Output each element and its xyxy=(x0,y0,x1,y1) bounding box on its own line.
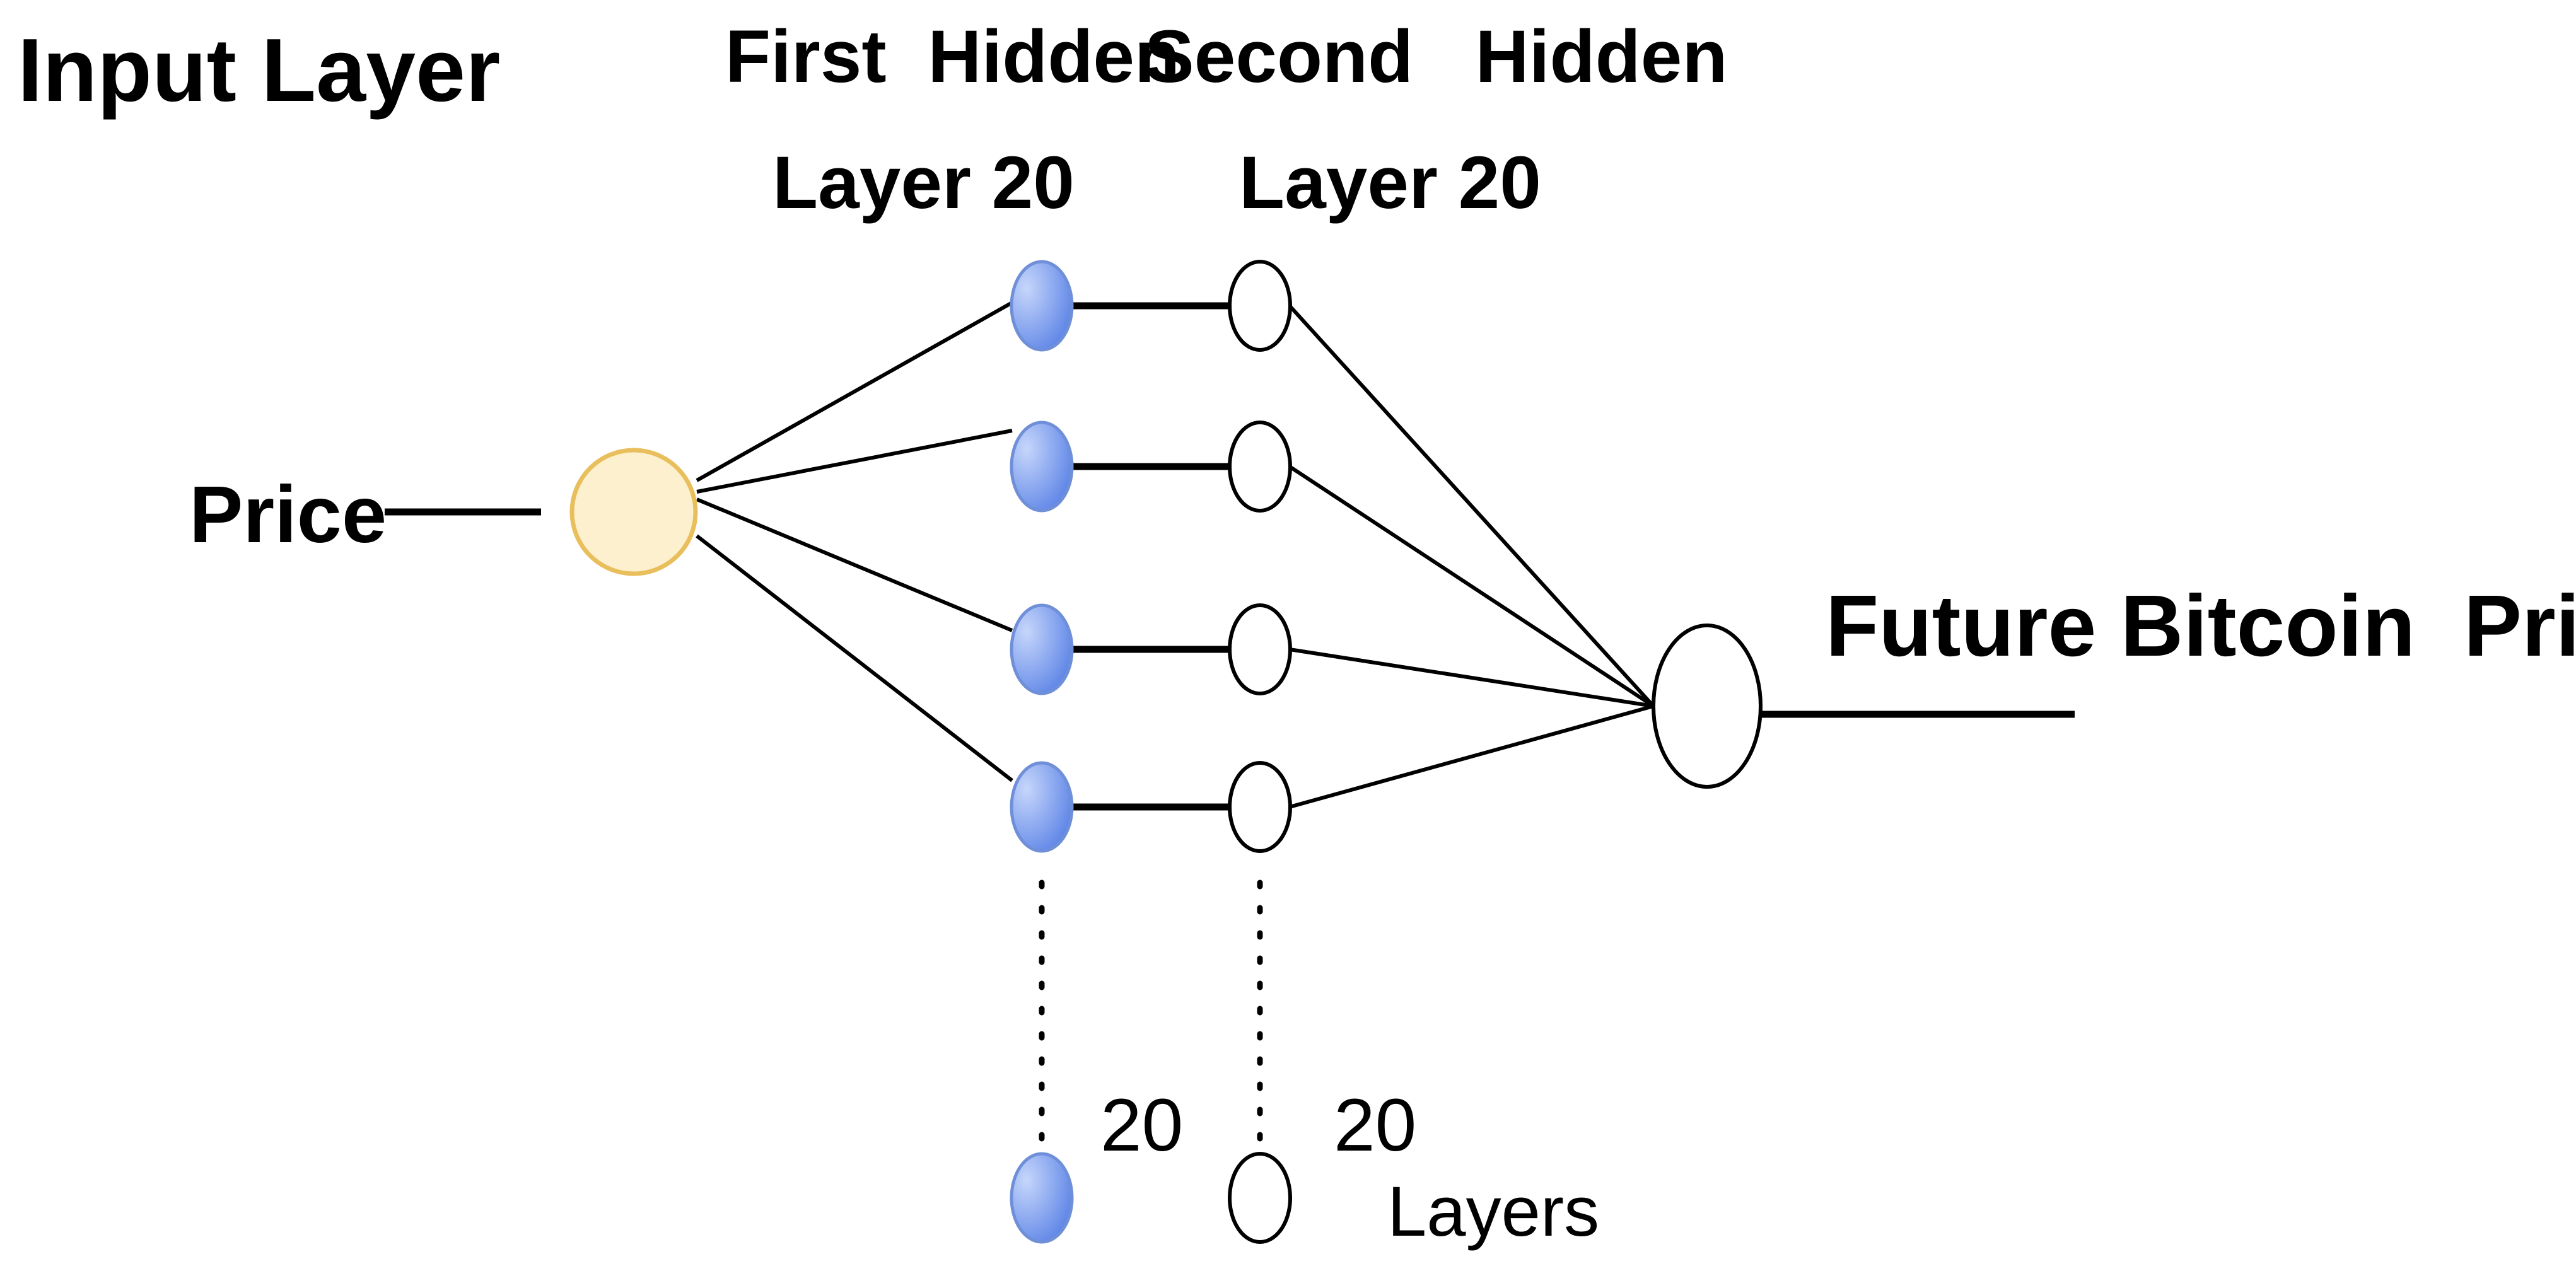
hidden1-count-label: 20 xyxy=(1100,1084,1183,1167)
hidden2-node-1 xyxy=(1228,260,1292,352)
second-hidden-title-line1: Second Hidden xyxy=(1145,15,1727,98)
hidden2-node-2 xyxy=(1228,421,1292,513)
hidden2-count-label: 20 xyxy=(1334,1084,1416,1167)
hidden1-node-1 xyxy=(1010,260,1074,352)
hidden1-node-last xyxy=(1010,1152,1074,1244)
hidden2-count-suffix: Layers xyxy=(1387,1172,1599,1251)
hidden2-node-last xyxy=(1228,1152,1292,1244)
input-price-label: Price xyxy=(189,470,387,560)
output-label: Future Bitcoin Price xyxy=(1826,577,2576,675)
input-layer-title: Input Layer xyxy=(18,20,500,120)
edge-h2-out-2 xyxy=(1288,465,1655,708)
edge-input-h1-3 xyxy=(696,497,1013,632)
hidden2-node-4 xyxy=(1228,761,1292,853)
edges-hidden2-to-output xyxy=(1288,304,1655,809)
output-node xyxy=(1652,624,1763,789)
hidden1-node-4 xyxy=(1010,761,1074,853)
first-hidden-title-line1: First Hidden xyxy=(725,15,1180,98)
hidden2-node-3 xyxy=(1228,603,1292,695)
hidden2-nodes xyxy=(1228,260,1292,1244)
edge-h2-out-4 xyxy=(1289,704,1654,809)
edge-h2-out-3 xyxy=(1289,647,1654,708)
hidden1-nodes xyxy=(1010,260,1074,1244)
first-hidden-title-line2: Layer 20 xyxy=(772,141,1075,224)
edge-input-h1-4 xyxy=(696,534,1013,782)
edge-input-h1-1 xyxy=(696,301,1013,482)
edge-h2-out-1 xyxy=(1288,304,1655,708)
edges-hidden1-to-hidden2 xyxy=(1073,302,1230,811)
hidden1-node-2 xyxy=(1010,421,1074,513)
input-node xyxy=(569,448,698,576)
edges-input-to-hidden1 xyxy=(696,301,1013,782)
hidden1-node-3 xyxy=(1010,603,1074,695)
edge-input-h1-2 xyxy=(696,429,1013,494)
second-hidden-title-line2: Layer 20 xyxy=(1239,141,1541,224)
